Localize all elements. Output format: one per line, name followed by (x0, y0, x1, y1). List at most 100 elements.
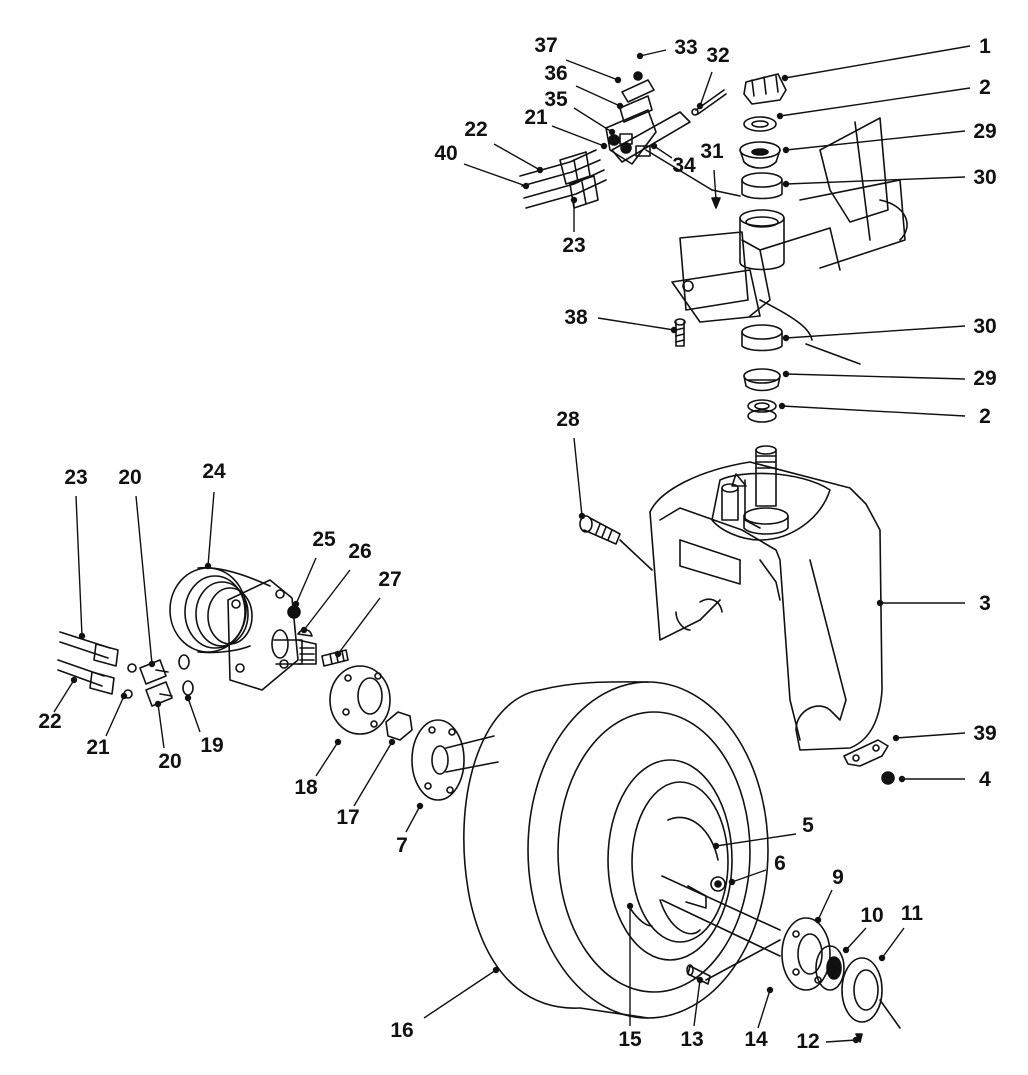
callout-c19: 19 (184, 694, 224, 757)
callout-number: 21 (524, 106, 548, 129)
leader-dot (781, 74, 789, 82)
leader-line (715, 833, 797, 847)
callout-number: 18 (294, 776, 318, 799)
callout-c3: 3 (876, 592, 991, 615)
cotter-pin-32 (691, 89, 727, 116)
callout-number: 17 (336, 806, 359, 829)
callout-number: 35 (544, 88, 568, 111)
callout-number: 6 (774, 852, 786, 875)
callout-number: 34 (672, 154, 696, 177)
callout-c21b: 21 (86, 692, 128, 759)
callout-number: 24 (202, 460, 226, 483)
callout-number: 10 (860, 904, 883, 927)
callout-c31: 31 (700, 140, 724, 204)
axle (661, 875, 781, 957)
callout-number: 9 (832, 866, 844, 889)
leader-dot (536, 166, 544, 174)
leader-line (207, 491, 215, 567)
leader-dot (120, 692, 128, 700)
callout-number: 31 (700, 140, 724, 163)
callout-number: 27 (378, 568, 401, 591)
callout-number: 11 (901, 902, 924, 925)
bearing-cup-top (741, 172, 783, 200)
callout-c33: 33 (636, 36, 698, 60)
leader-line (713, 169, 717, 201)
callout-c29b: 29 (782, 367, 997, 390)
leader-dot (334, 650, 342, 658)
callout-number: 2 (979, 405, 991, 428)
leader-dot (892, 734, 900, 742)
leader-dot (852, 1036, 860, 1044)
callout-number: 33 (674, 36, 697, 59)
callout-c4: 4 (898, 768, 991, 791)
caster-fork (649, 461, 883, 751)
leader-dot (782, 334, 790, 342)
callout-c22b: 22 (38, 676, 78, 733)
callout-number: 23 (64, 466, 87, 489)
callout-c25: 25 (292, 528, 336, 608)
leader-line (597, 317, 675, 331)
leader-line (845, 927, 867, 951)
bearing-cup-bottom (741, 324, 783, 352)
leader-dot (614, 76, 622, 84)
hydraulic-fittings (123, 654, 194, 707)
leader-line (337, 597, 381, 655)
leader-dot (766, 986, 774, 994)
leader-line (135, 495, 153, 665)
leader-dot (696, 976, 704, 984)
wheel-rim-5 (607, 759, 733, 961)
washers-bottom (747, 399, 777, 423)
leader-dot (782, 180, 790, 188)
nut-25 (287, 605, 301, 619)
callout-c22a: 22 (464, 118, 544, 174)
leader-dot (650, 142, 658, 150)
leader-line (187, 697, 201, 733)
hydraulic-hoses-top (519, 149, 607, 209)
callout-c17: 17 (336, 738, 396, 829)
callout-c35: 35 (544, 88, 616, 136)
leader-line (757, 989, 771, 1029)
callout-number: 23 (562, 234, 585, 257)
leader-dot (388, 738, 396, 746)
callout-c9: 9 (814, 866, 844, 924)
leader-dot (600, 142, 608, 150)
leader-dot (78, 632, 86, 640)
leader-line (353, 741, 393, 807)
leader-dot (626, 902, 634, 910)
leader-dot (778, 402, 786, 410)
callout-c23a: 23 (562, 196, 586, 257)
leader-line (785, 176, 966, 185)
callout-number: 13 (680, 1028, 703, 1051)
leader-line (779, 87, 971, 117)
callout-c28: 28 (556, 408, 586, 520)
leader-line (551, 125, 605, 147)
leader-dot (292, 600, 300, 608)
leader-line (573, 437, 583, 517)
hydraulic-hoses-left (57, 631, 119, 695)
callout-c1: 1 (781, 35, 991, 82)
leader-line (785, 130, 966, 151)
leader-line (699, 71, 713, 107)
leader-dot (670, 326, 678, 334)
callout-c37: 37 (534, 34, 622, 84)
leader-dot (154, 700, 162, 708)
callout-c27: 27 (334, 568, 402, 658)
leader-dot (204, 562, 212, 570)
leader-line (785, 373, 966, 380)
callout-number: 2 (979, 76, 991, 99)
callout-number: 30 (973, 166, 996, 189)
callout-number: 20 (118, 466, 141, 489)
leader-dot (570, 196, 578, 204)
washer-top (743, 116, 777, 132)
callout-number: 40 (434, 142, 457, 165)
callout-c2a: 2 (776, 76, 991, 120)
leader-dot (782, 146, 790, 154)
callout-c29a: 29 (782, 120, 997, 154)
callout-c38: 38 (564, 306, 678, 334)
leader-line (785, 325, 966, 339)
leader-dot (578, 512, 586, 520)
callout-number: 15 (618, 1028, 642, 1051)
callout-c7: 7 (396, 802, 424, 857)
leader-line (315, 741, 339, 777)
leader-dot (814, 916, 822, 924)
